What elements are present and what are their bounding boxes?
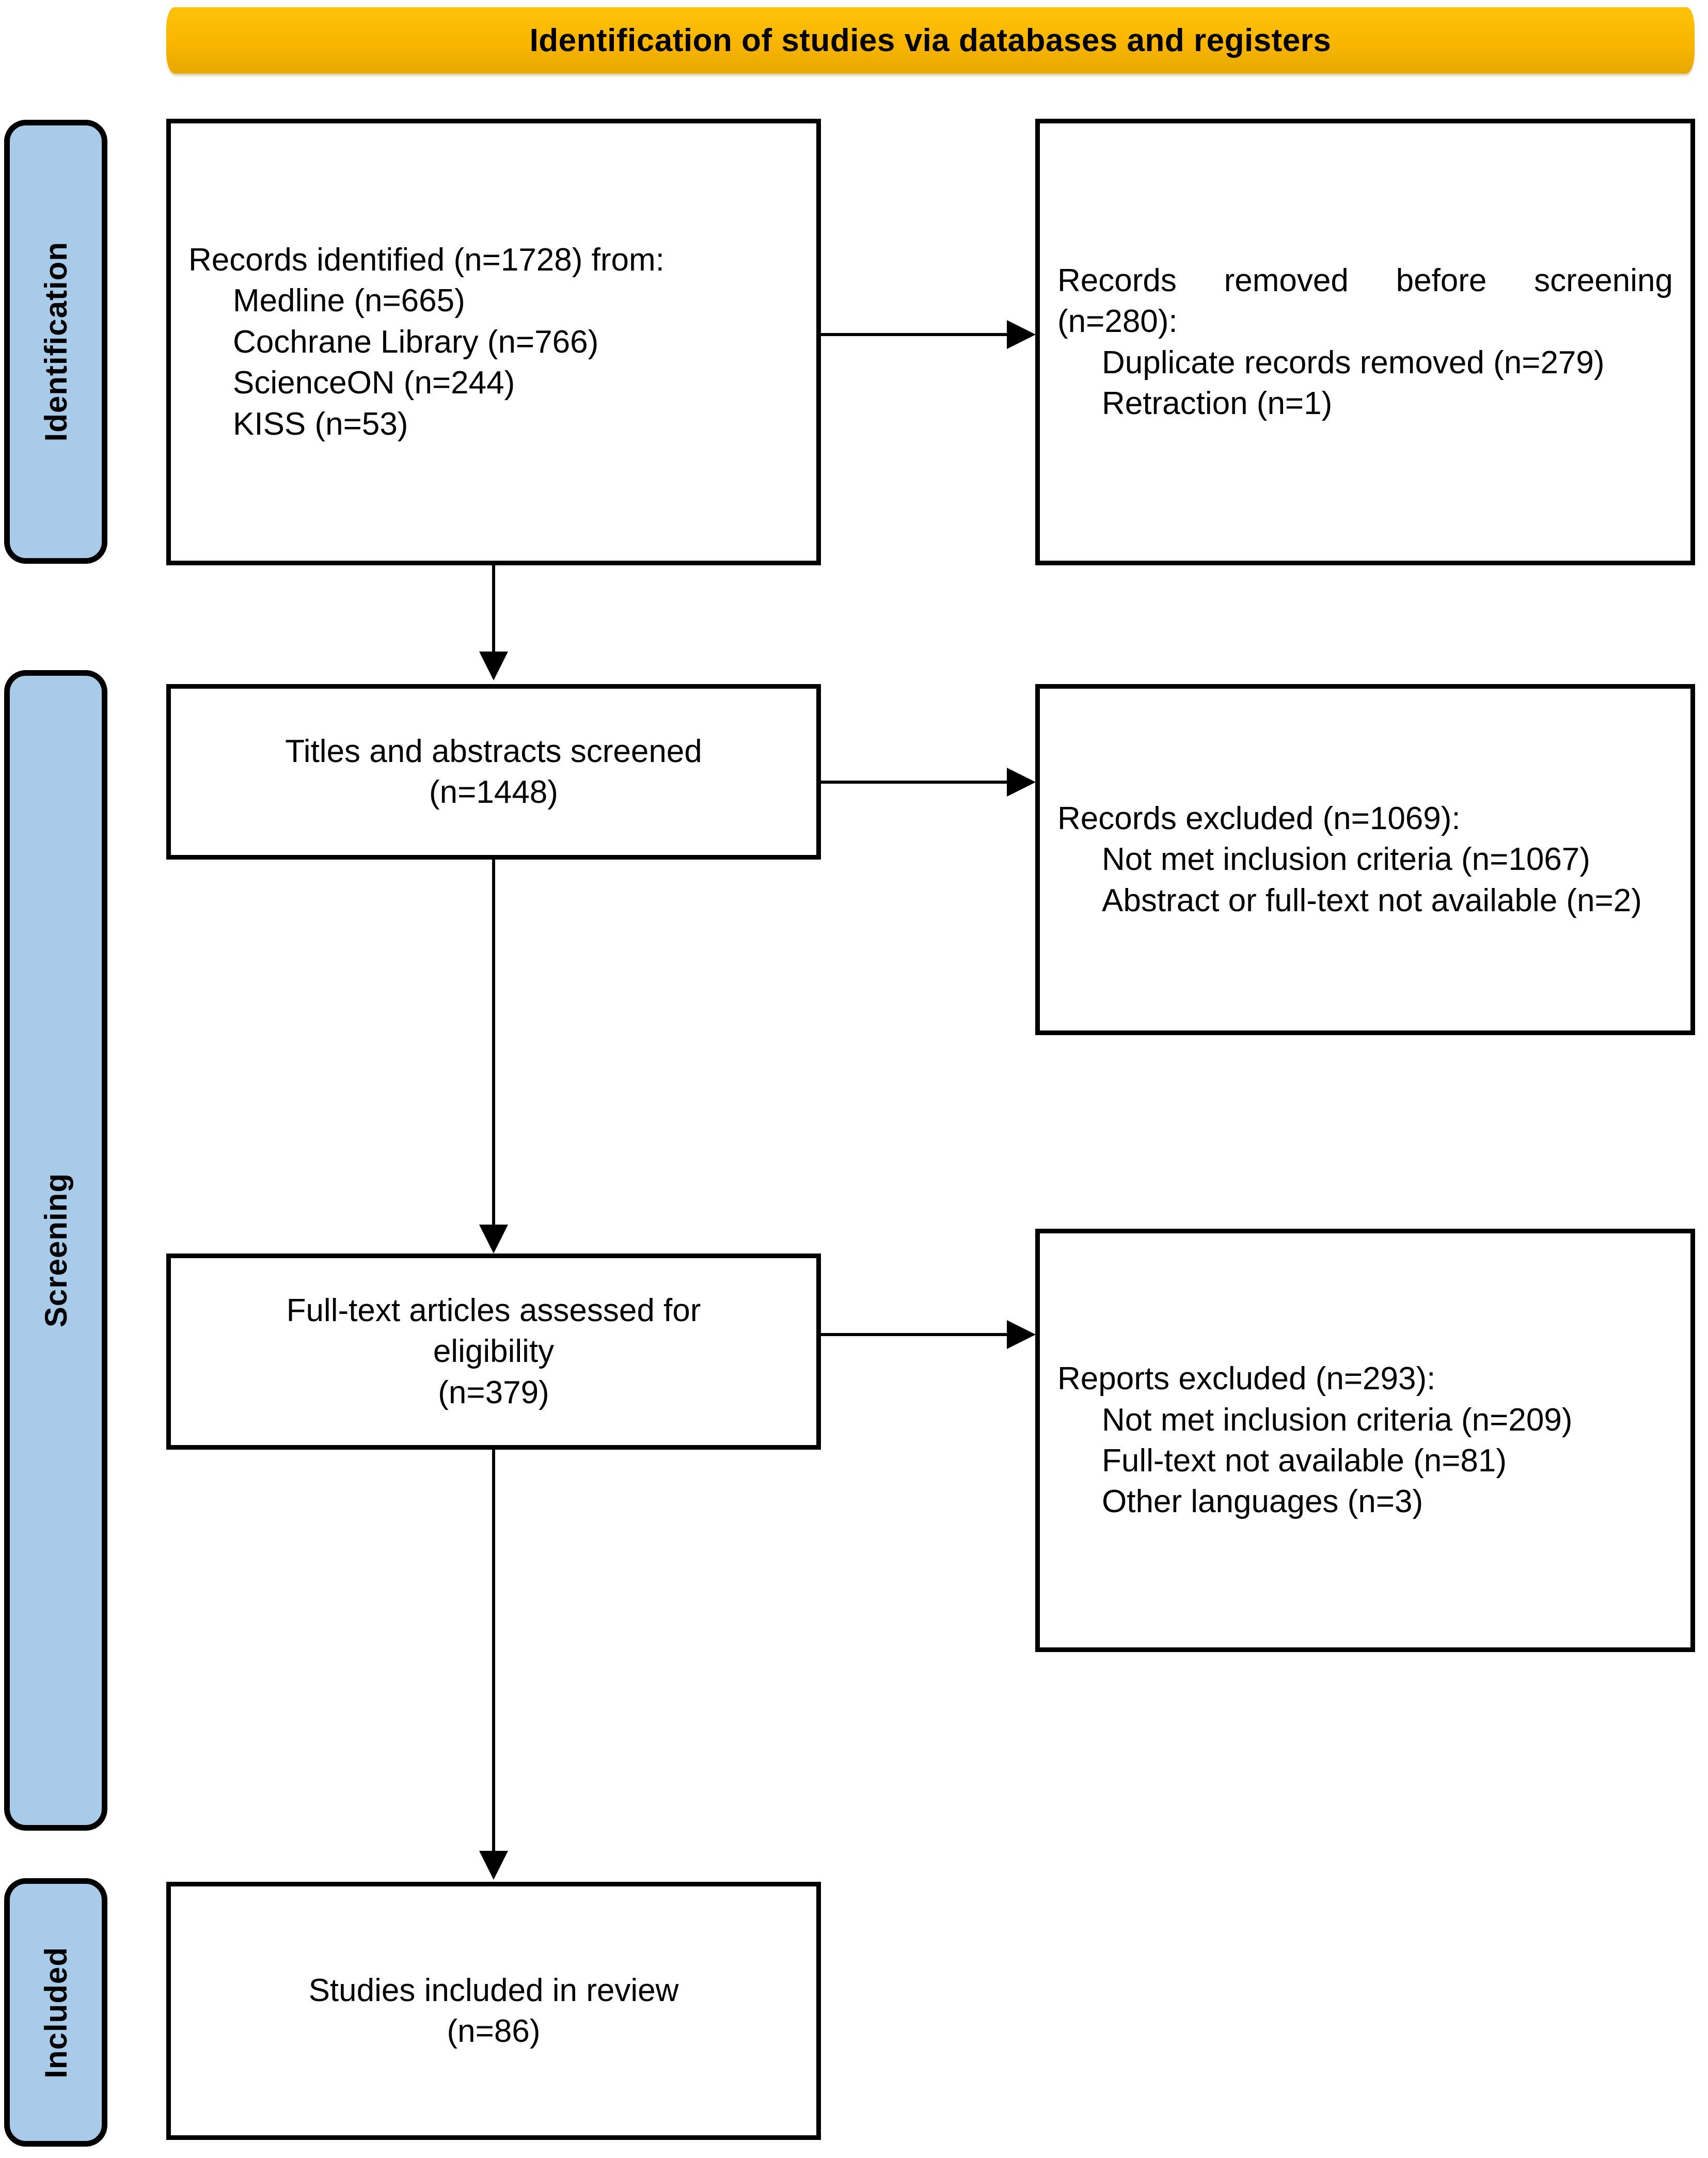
box-records-removed: Records removed before screening (n=280)… <box>1035 119 1695 565</box>
fulltext-assessed-line-2: eligibility <box>433 1334 555 1370</box>
records-removed-item-0: Duplicate records removed (n=279) <box>1102 344 1605 380</box>
records-removed-text: Records removed before screening (n=280)… <box>1040 260 1690 424</box>
records-identified-source-1: Cochrane Library (n=766) <box>233 324 599 360</box>
arrow-screened-to-fulltext-line <box>492 860 495 1229</box>
records-identified-source-0: Medline (n=665) <box>233 283 465 319</box>
records-identified-source-3: KISS (n=53) <box>233 406 408 442</box>
arrow-fulltext-to-included-line <box>492 1450 495 1855</box>
arrow-fulltext-to-included-head <box>479 1851 508 1880</box>
arrow-identified-to-removed-head <box>1007 320 1036 349</box>
phase-label-identification: Identification <box>38 242 73 442</box>
box-records-identified: Records identified (n=1728) from: Medlin… <box>166 119 821 565</box>
phase-label-screening: Screening <box>38 1173 73 1328</box>
records-excluded-item-1: Abstract or full-text not available (n=2… <box>1102 882 1642 918</box>
records-excluded-text: Records excluded (n=1069): Not met inclu… <box>1040 798 1690 921</box>
reports-excluded-text: Reports excluded (n=293): Not met inclus… <box>1040 1358 1690 1522</box>
arrow-identified-to-screened-head <box>479 652 508 680</box>
phase-bar-screening: Screening <box>4 670 107 1831</box>
records-identified-text: Records identified (n=1728) from: Medlin… <box>171 240 816 445</box>
arrow-screened-to-fulltext-head <box>479 1225 508 1253</box>
reports-excluded-item-2: Other languages (n=3) <box>1102 1484 1424 1520</box>
box-records-excluded: Records excluded (n=1069): Not met inclu… <box>1035 684 1695 1035</box>
fulltext-assessed-text: Full-text articles assessed for eligibil… <box>171 1290 816 1413</box>
box-titles-screened: Titles and abstracts screened (n=1448) <box>166 684 821 860</box>
arrow-identified-to-screened-line <box>492 565 495 656</box>
records-removed-item-1: Retraction (n=1) <box>1102 385 1333 421</box>
arrow-fulltext-to-reports-head <box>1007 1320 1036 1349</box>
studies-included-text: Studies included in review (n=86) <box>171 1970 816 2052</box>
diagram-header-banner: Identification of studies via databases … <box>166 7 1695 73</box>
reports-excluded-item-0: Not met inclusion criteria (n=209) <box>1102 1402 1573 1438</box>
arrow-screened-to-excluded-head <box>1007 768 1036 797</box>
titles-screened-line-1: Titles and abstracts screened <box>285 733 702 769</box>
reports-excluded-item-1: Full-text not available (n=81) <box>1102 1443 1507 1479</box>
records-excluded-item-0: Not met inclusion criteria (n=1067) <box>1102 842 1590 878</box>
arrow-screened-to-excluded-line <box>821 781 1009 784</box>
records-excluded-heading: Records excluded (n=1069): <box>1057 800 1461 836</box>
phase-bar-included: Included <box>4 1878 107 2147</box>
studies-included-line-1: Studies included in review <box>308 1972 679 2008</box>
banner-title: Identification of studies via databases … <box>529 22 1332 58</box>
phase-bar-identification: Identification <box>4 120 107 564</box>
records-identified-source-2: ScienceON (n=244) <box>233 365 515 401</box>
records-removed-heading: Records removed before screening (n=280)… <box>1057 262 1673 340</box>
studies-included-line-2: (n=86) <box>447 2013 541 2049</box>
arrow-fulltext-to-reports-line <box>821 1333 1009 1336</box>
box-reports-excluded: Reports excluded (n=293): Not met inclus… <box>1035 1229 1695 1652</box>
titles-screened-text: Titles and abstracts screened (n=1448) <box>171 731 816 813</box>
box-studies-included: Studies included in review (n=86) <box>166 1882 821 2140</box>
titles-screened-line-2: (n=1448) <box>429 774 558 810</box>
fulltext-assessed-line-1: Full-text articles assessed for <box>286 1292 701 1328</box>
reports-excluded-heading: Reports excluded (n=293): <box>1057 1361 1436 1397</box>
fulltext-assessed-line-3: (n=379) <box>438 1374 549 1410</box>
phase-label-included: Included <box>38 1946 73 2078</box>
records-identified-heading: Records identified (n=1728) from: <box>188 242 665 278</box>
arrow-identified-to-removed-line <box>821 333 1009 336</box>
box-fulltext-assessed: Full-text articles assessed for eligibil… <box>166 1253 821 1450</box>
